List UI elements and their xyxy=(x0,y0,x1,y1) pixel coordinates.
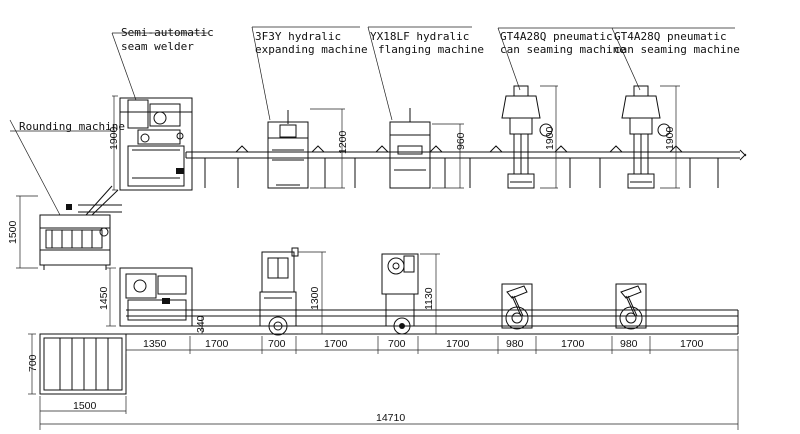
welder-depth-dim: 1450 xyxy=(98,286,110,310)
flanger-plan xyxy=(381,253,440,335)
seamer1-elevation xyxy=(501,85,558,189)
flanger-height-dim: 960 xyxy=(455,132,467,150)
expander-label-line2: expanding machine xyxy=(255,43,368,56)
welder-height-dim: 1900 xyxy=(108,126,120,150)
segment-980-a: 980 xyxy=(506,338,524,350)
seamer1-label-line2: can seaming machine xyxy=(500,43,626,56)
feed-table-plan xyxy=(28,333,127,414)
seamer1-plan xyxy=(501,283,533,330)
rounding-label: Rounding machine xyxy=(19,120,125,133)
segment-1350: 1350 xyxy=(143,338,167,350)
seamer2-label-line2: can seaming machine xyxy=(614,43,740,56)
segment-1700-e: 1700 xyxy=(680,338,704,350)
seamer1-height-dim: 1900 xyxy=(544,126,556,150)
elevation-conveyor xyxy=(185,145,747,188)
segment-dimension-line xyxy=(125,336,739,354)
welder-label-line1: Semi-automatic xyxy=(121,26,214,39)
label-leaders xyxy=(9,26,735,216)
flanger-label-line2: flanging machine xyxy=(378,43,484,56)
seamer2-elevation xyxy=(621,85,680,189)
expander-plan xyxy=(259,247,326,336)
expander-height-dim: 1200 xyxy=(337,130,349,154)
conveyor-offset-dim: 340 xyxy=(195,315,207,333)
welder-elevation xyxy=(112,95,193,191)
welder-plan xyxy=(106,267,193,327)
flanger-elevation xyxy=(389,108,464,189)
feed-table-length-dim: 1500 xyxy=(73,400,97,412)
welder-label-line2: seam welder xyxy=(121,40,194,53)
segment-1700-c: 1700 xyxy=(446,338,470,350)
segment-700-b: 700 xyxy=(388,338,406,350)
seamer2-plan xyxy=(615,283,647,330)
segment-1700-d: 1700 xyxy=(561,338,585,350)
expander-depth-dim: 1300 xyxy=(309,286,321,310)
expander-elevation xyxy=(267,108,345,189)
flanger-label-line1: YX18LF hydralic xyxy=(370,30,469,43)
total-length-dim: 14710 xyxy=(376,412,405,424)
total-dimension-line xyxy=(39,354,739,430)
segment-700-a: 700 xyxy=(268,338,286,350)
rounding-height-dim: 1500 xyxy=(7,220,19,244)
rounding-elevation xyxy=(16,185,122,270)
seamer2-height-dim: 1900 xyxy=(664,126,676,150)
expander-label-line1: 3F3Y hydralic xyxy=(255,30,341,43)
seamer2-label-line1: GT4A28Q pneumatic xyxy=(614,30,727,43)
seamer1-label-line1: GT4A28Q pneumatic xyxy=(500,30,613,43)
flanger-depth-dim: 1130 xyxy=(423,287,435,310)
segment-1700-b: 1700 xyxy=(324,338,348,350)
segment-980-b: 980 xyxy=(620,338,638,350)
segment-1700-a: 1700 xyxy=(205,338,229,350)
feed-table-depth-dim: 700 xyxy=(27,354,39,372)
